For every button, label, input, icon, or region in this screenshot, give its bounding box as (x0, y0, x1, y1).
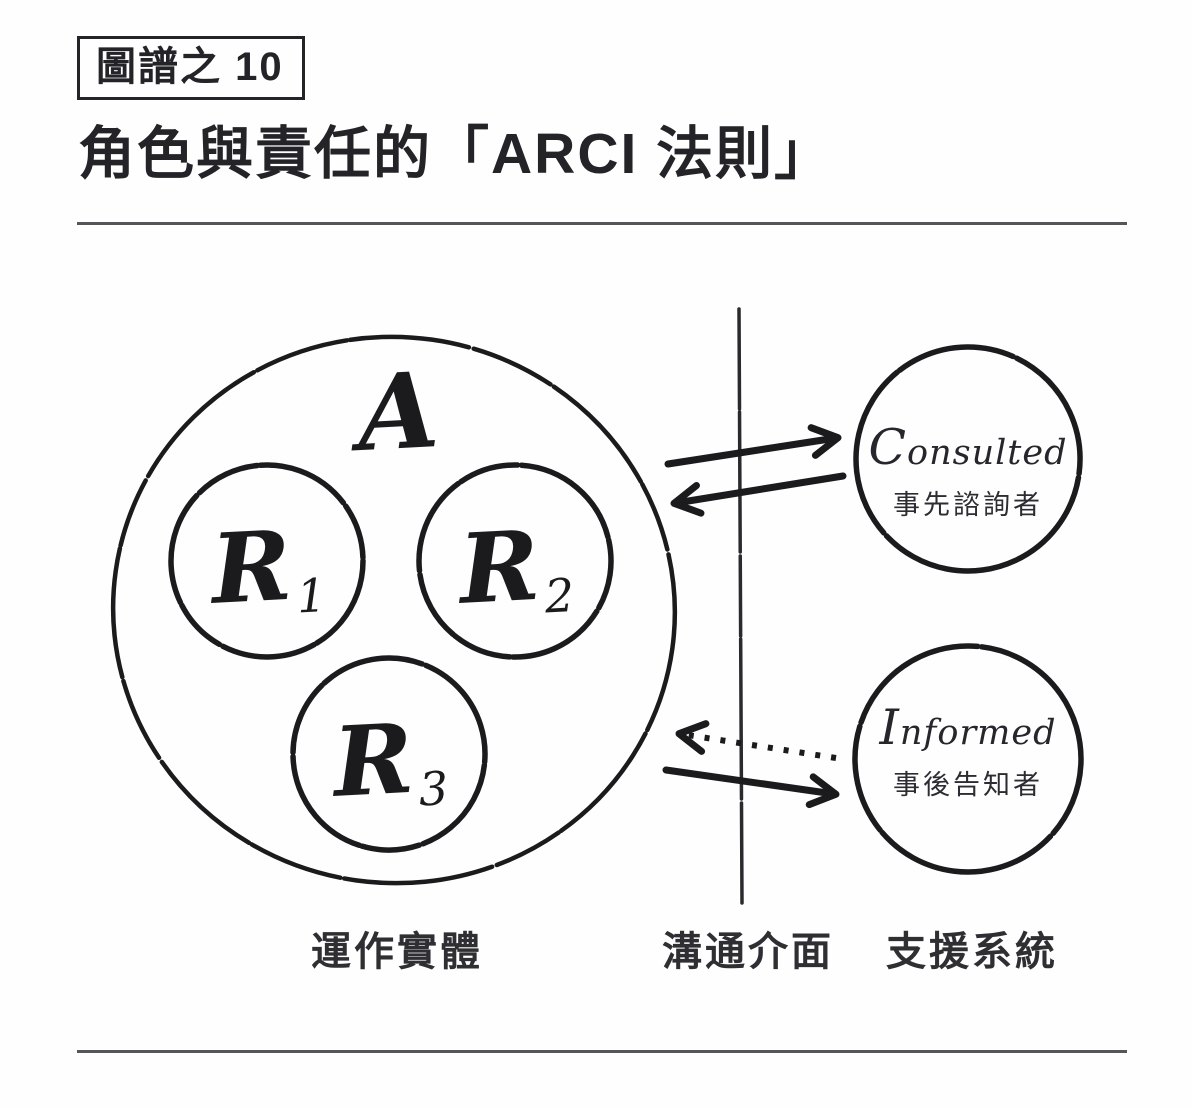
arrow-from-consulted (670, 472, 847, 517)
label-communication-interface: 溝通介面 (662, 930, 834, 974)
consulted-circle (853, 344, 1083, 574)
communication-interface-line (737, 307, 744, 905)
arrow-to-informed (662, 766, 840, 809)
consulted-title: Consulted (868, 419, 1068, 476)
responsible-1-circle (168, 462, 366, 660)
informed-circle (852, 643, 1084, 875)
responsible-1-subscript: 1 (295, 568, 328, 624)
informed-subtitle: 事後告知者 (893, 770, 1043, 801)
responsible-3-letter: R (330, 701, 417, 819)
figure-title: 角色與責任的「ARCI 法則」 (78, 122, 834, 186)
label-support-system: 支援系統 (886, 930, 1058, 974)
operating-entity-circle (110, 334, 678, 886)
consulted-label-block: Consulted 事先諮詢者 (869, 420, 1068, 522)
informed-label-block: Informed 事後告知者 (880, 700, 1057, 802)
figure-number-badge: 圖譜之 10 (77, 36, 305, 100)
responsible-2-circle (416, 462, 614, 660)
arrow-to-consulted (664, 424, 842, 468)
consulted-subtitle: 事先諮詢者 (893, 490, 1043, 521)
label-operating-entity: 運作實體 (311, 930, 483, 974)
responsible-3-circle (290, 655, 488, 853)
responsible-2-letter: R (456, 508, 543, 626)
responsible-1-letter: R (208, 508, 295, 626)
top-divider (77, 222, 1127, 225)
informed-title: Informed (879, 699, 1057, 756)
responsible-3-subscript: 3 (417, 761, 450, 817)
accountable-label: A (354, 347, 442, 476)
bottom-divider (77, 1050, 1127, 1053)
arrow-from-informed-dotted (675, 720, 837, 761)
responsible-2-subscript: 2 (543, 568, 576, 624)
